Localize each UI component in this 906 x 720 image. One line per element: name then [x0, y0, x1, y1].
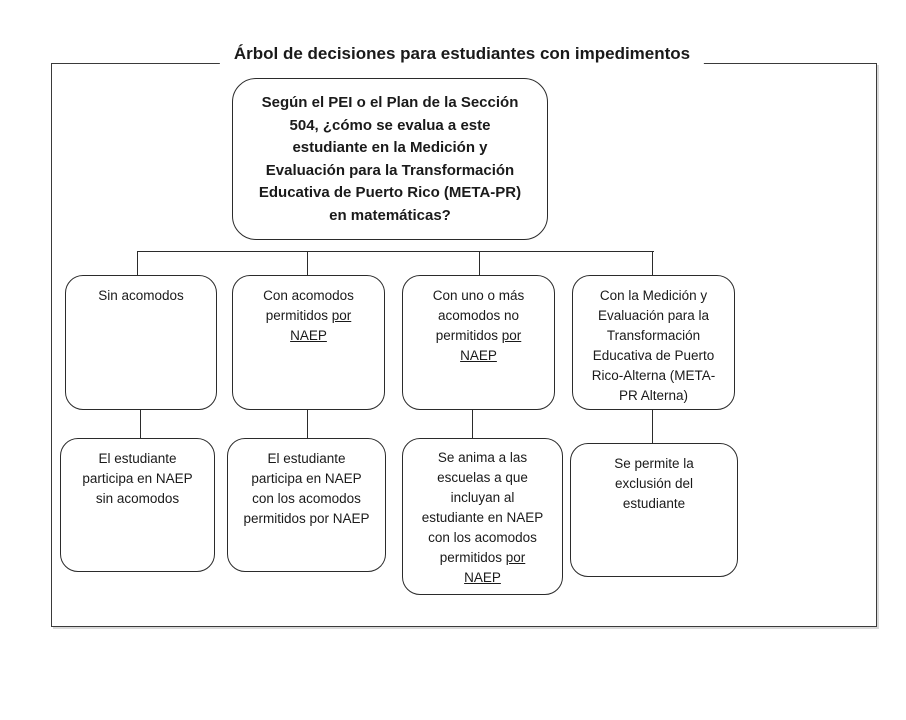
connector-to-outcome-2	[307, 409, 309, 439]
branch-box-sin-acomodos: Sin acomodos	[65, 275, 217, 410]
diagram-title: Árbol de decisiones para estudiantes con…	[219, 44, 705, 64]
connector-to-branch-4	[652, 251, 654, 276]
connector-horizontal-bar	[137, 251, 654, 253]
connector-to-outcome-1	[140, 409, 142, 439]
connector-to-outcome-3	[472, 409, 474, 439]
connector-to-outcome-4	[652, 409, 654, 444]
connector-to-branch-1	[137, 251, 139, 276]
connector-to-branch-3	[479, 251, 481, 276]
connector-to-branch-2	[307, 251, 309, 276]
